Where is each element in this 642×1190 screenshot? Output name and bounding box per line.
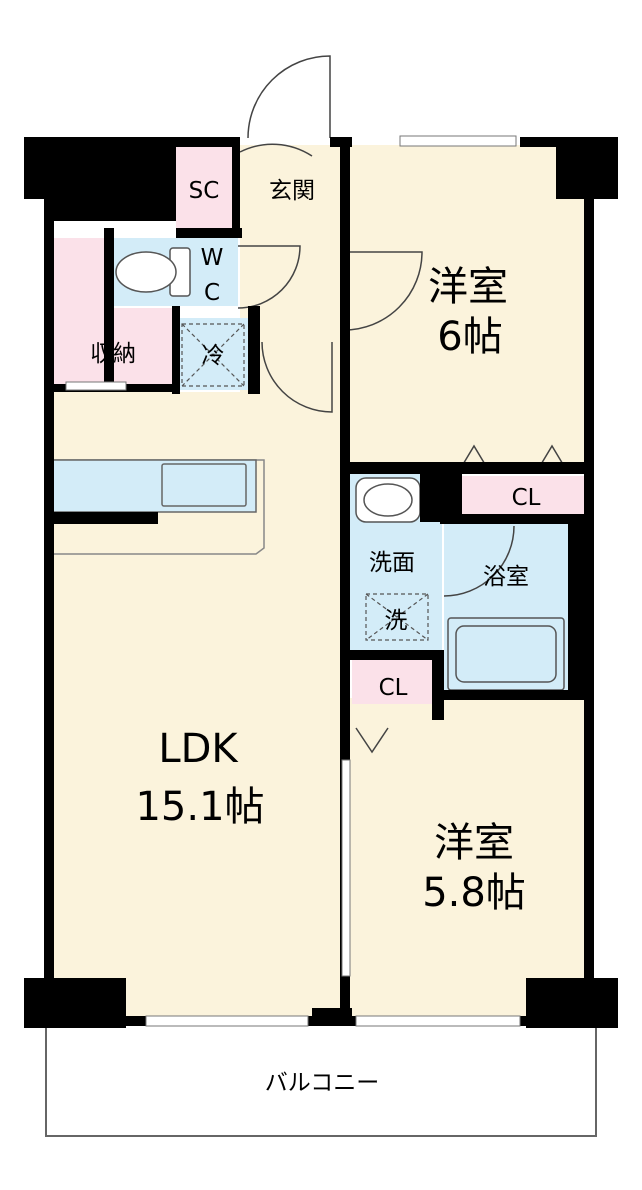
storage-label: 収納 <box>90 341 136 367</box>
bathroom-label: 浴室 <box>483 564 529 590</box>
ldk-name: LDK <box>158 726 239 772</box>
washer-label: 洗 <box>385 608 408 634</box>
western-room-1-floor <box>348 145 586 467</box>
wash-basin-icon <box>355 477 421 523</box>
genkan-label: 玄関 <box>269 178 315 204</box>
wc-label-w: W <box>201 245 224 271</box>
fridge-label: 冷 <box>202 343 225 369</box>
washroom-label: 洗面 <box>369 550 415 576</box>
western-room-1-size: 6帖 <box>437 314 502 360</box>
closet-upper-floor <box>462 476 586 516</box>
western-room-1-name: 洋室 <box>428 264 508 310</box>
ldk-size: 15.1帖 <box>135 784 264 830</box>
windows <box>65 135 521 1027</box>
wc-label-c: C <box>204 280 220 306</box>
balcony-label: バルコニー <box>265 1070 380 1096</box>
closet-lower-label: CL <box>379 675 408 701</box>
bathtub-icon <box>447 617 565 691</box>
balcony-area <box>45 1023 597 1137</box>
refrigerator-space-icon <box>181 323 245 387</box>
walls <box>24 137 618 1028</box>
closet-lower-floor <box>352 660 434 704</box>
toilet-icon <box>115 247 191 297</box>
western-room-2-size: 5.8帖 <box>422 870 526 916</box>
sc-label: SC <box>189 178 220 204</box>
storage-floor <box>52 238 108 388</box>
western-room-2-floor <box>348 698 586 1020</box>
sc-closet-floor <box>176 145 234 230</box>
kitchen-counter-icon <box>51 459 265 555</box>
closet-upper-label: CL <box>512 485 541 511</box>
washing-machine-space-icon <box>365 593 429 641</box>
sliding-door <box>341 759 351 977</box>
western-room-2-name: 洋室 <box>434 820 514 866</box>
storage-floor-2 <box>108 308 172 388</box>
door-swings <box>237 55 565 754</box>
